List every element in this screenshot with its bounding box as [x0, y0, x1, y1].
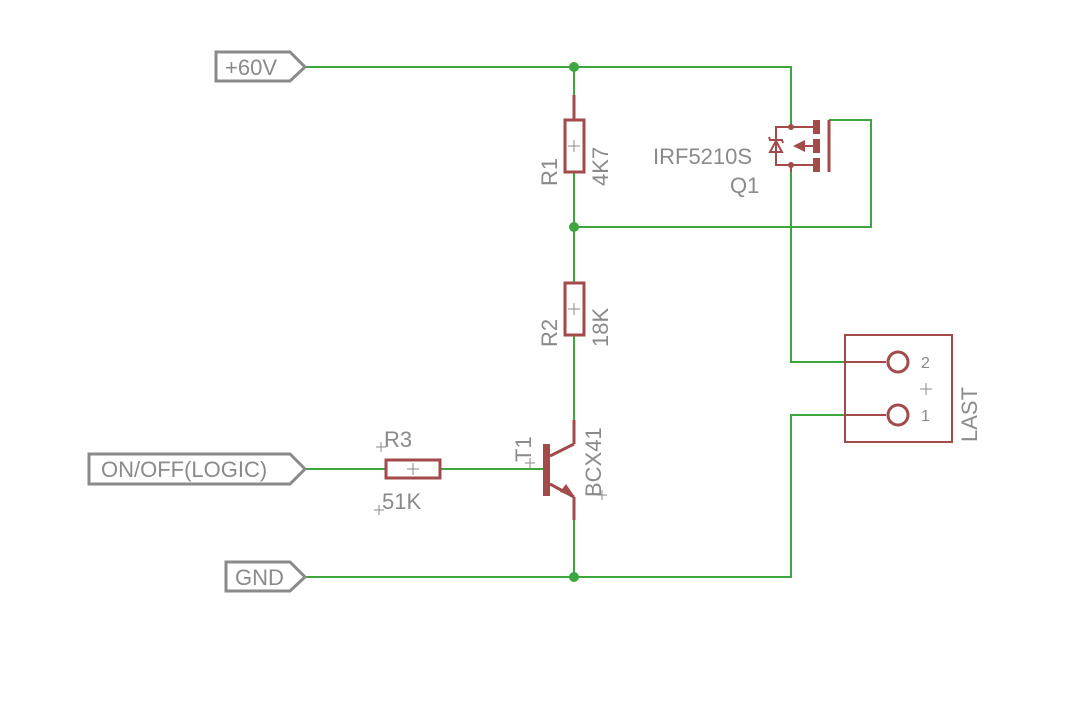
junction-vcc [569, 62, 579, 72]
q1-diode-bar [768, 136, 784, 144]
t1-base-bar [543, 444, 550, 496]
q1-channel-top [813, 120, 820, 134]
port-logic[interactable]: ON/OFF(LOGIC) [87, 452, 308, 486]
q1-channel-mid [813, 139, 820, 153]
q1-drain-dot [788, 162, 794, 168]
wire-drain-pin2 [790, 171, 876, 363]
r2-value: 18K [588, 308, 613, 347]
junction-gate-node [569, 222, 579, 232]
r1-name: R1 [537, 158, 562, 186]
t1-part: BCX41 [581, 427, 606, 497]
transistor-t1[interactable]: T1 BCX41 [511, 420, 607, 520]
r2-body [563, 281, 586, 337]
q1-part: IRF5210S [653, 144, 752, 169]
t1-emitter-arrow [560, 484, 575, 497]
q1-diode-wire [775, 126, 791, 166]
junction-gnd [569, 572, 579, 582]
resistor-r2[interactable]: R2 18K [537, 281, 613, 347]
q1-source-lead [790, 125, 813, 128]
connector-pin1-pad [886, 403, 910, 427]
r3-body [384, 458, 442, 480]
port-vcc-label: +60V [225, 55, 277, 80]
connector-pin1-label: 1 [921, 408, 930, 425]
port-gnd[interactable]: GND [224, 560, 308, 593]
r3-name: R3 [384, 427, 412, 452]
t1-name: T1 [511, 436, 536, 462]
q1-source-dot [788, 124, 794, 130]
connector-pin2-pad [886, 350, 910, 374]
port-gnd-flag [224, 560, 308, 593]
r1-value: 4K7 [588, 147, 613, 186]
port-logic-label: ON/OFF(LOGIC) [101, 457, 267, 482]
port-vcc-flag [214, 50, 308, 83]
connector-last[interactable]: 2 1 LAST [844, 334, 982, 443]
connector-name: LAST [957, 387, 982, 442]
junctions [569, 62, 579, 582]
port-logic-flag [87, 452, 308, 486]
q1-drain-lead [790, 164, 813, 172]
q1-diode-triangle [768, 138, 784, 153]
q1-channel-bot [813, 158, 820, 172]
q1-name: Q1 [730, 173, 759, 198]
port-gnd-label: GND [235, 565, 284, 590]
r2-name: R2 [537, 319, 562, 347]
t1-collector-lead [549, 442, 575, 458]
port-vcc[interactable]: +60V [214, 50, 308, 83]
wire-gate [573, 119, 872, 228]
mosfet-q1[interactable]: IRF5210S Q1 [653, 120, 831, 198]
connector-pin2-label: 2 [921, 355, 930, 372]
resistor-r3[interactable]: R3 51K [374, 427, 442, 515]
q1-body-arrow [793, 140, 805, 152]
r1-body [563, 118, 586, 174]
r3-value: 51K [382, 489, 421, 514]
resistor-r1[interactable]: R1 4K7 [537, 95, 613, 186]
